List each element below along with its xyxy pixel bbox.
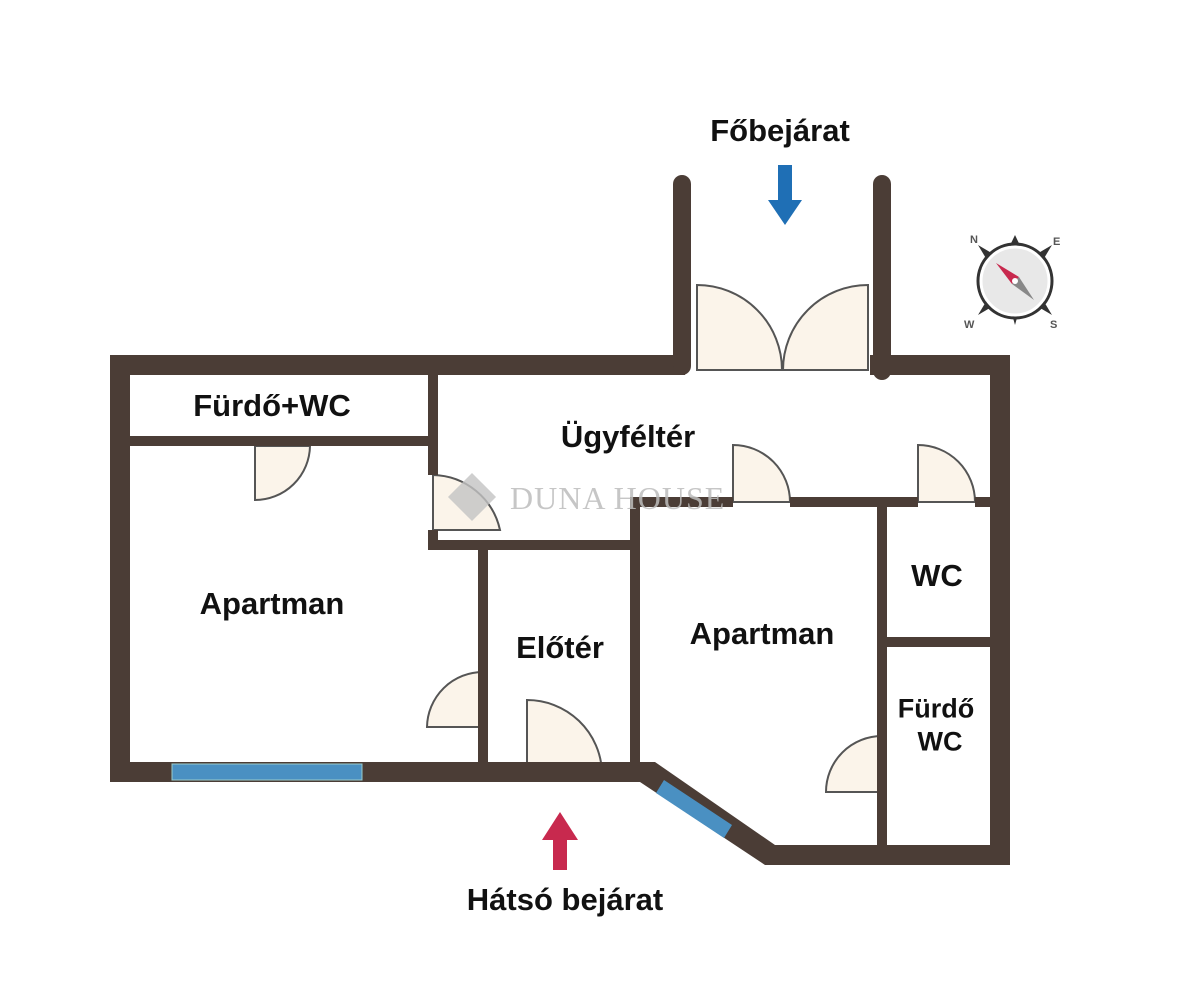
main-entrance-arrow-icon <box>768 165 802 225</box>
compass-s: S <box>1050 319 1057 331</box>
compass-n: N <box>970 234 978 246</box>
door-client-1 <box>732 443 792 503</box>
compass-icon: N E S W <box>964 234 1060 331</box>
door-bath <box>254 445 312 502</box>
entrance-door-right <box>781 283 869 371</box>
room-apartment-left: Apartman <box>199 586 345 622</box>
door-bath-right <box>824 734 883 793</box>
door-back <box>526 698 604 773</box>
doors <box>254 283 977 793</box>
room-bath-small-line2: WC <box>917 726 963 757</box>
room-hall: Előtér <box>516 630 604 666</box>
room-apartment-right: Apartman <box>689 616 835 652</box>
door-apartment-left <box>425 670 484 728</box>
watermark-logo-icon <box>447 472 497 522</box>
compass-e: E <box>1053 236 1060 248</box>
watermark: DUNA HOUSE <box>510 480 726 516</box>
back-entrance-label: Hátsó bejárat <box>466 882 664 918</box>
room-client-area: Ügyféltér <box>560 419 696 455</box>
main-entrance-label: Főbejárat <box>710 113 850 149</box>
windows <box>171 763 732 838</box>
door-client-2 <box>917 443 977 503</box>
compass-w: W <box>964 319 975 331</box>
room-wc: WC <box>911 558 963 594</box>
room-bath-wc: Fürdő+WC <box>193 388 351 424</box>
entrance-door-left <box>696 283 784 371</box>
back-entrance-arrow-icon <box>542 812 578 870</box>
room-bath-small-line1: Fürdő <box>897 693 975 724</box>
